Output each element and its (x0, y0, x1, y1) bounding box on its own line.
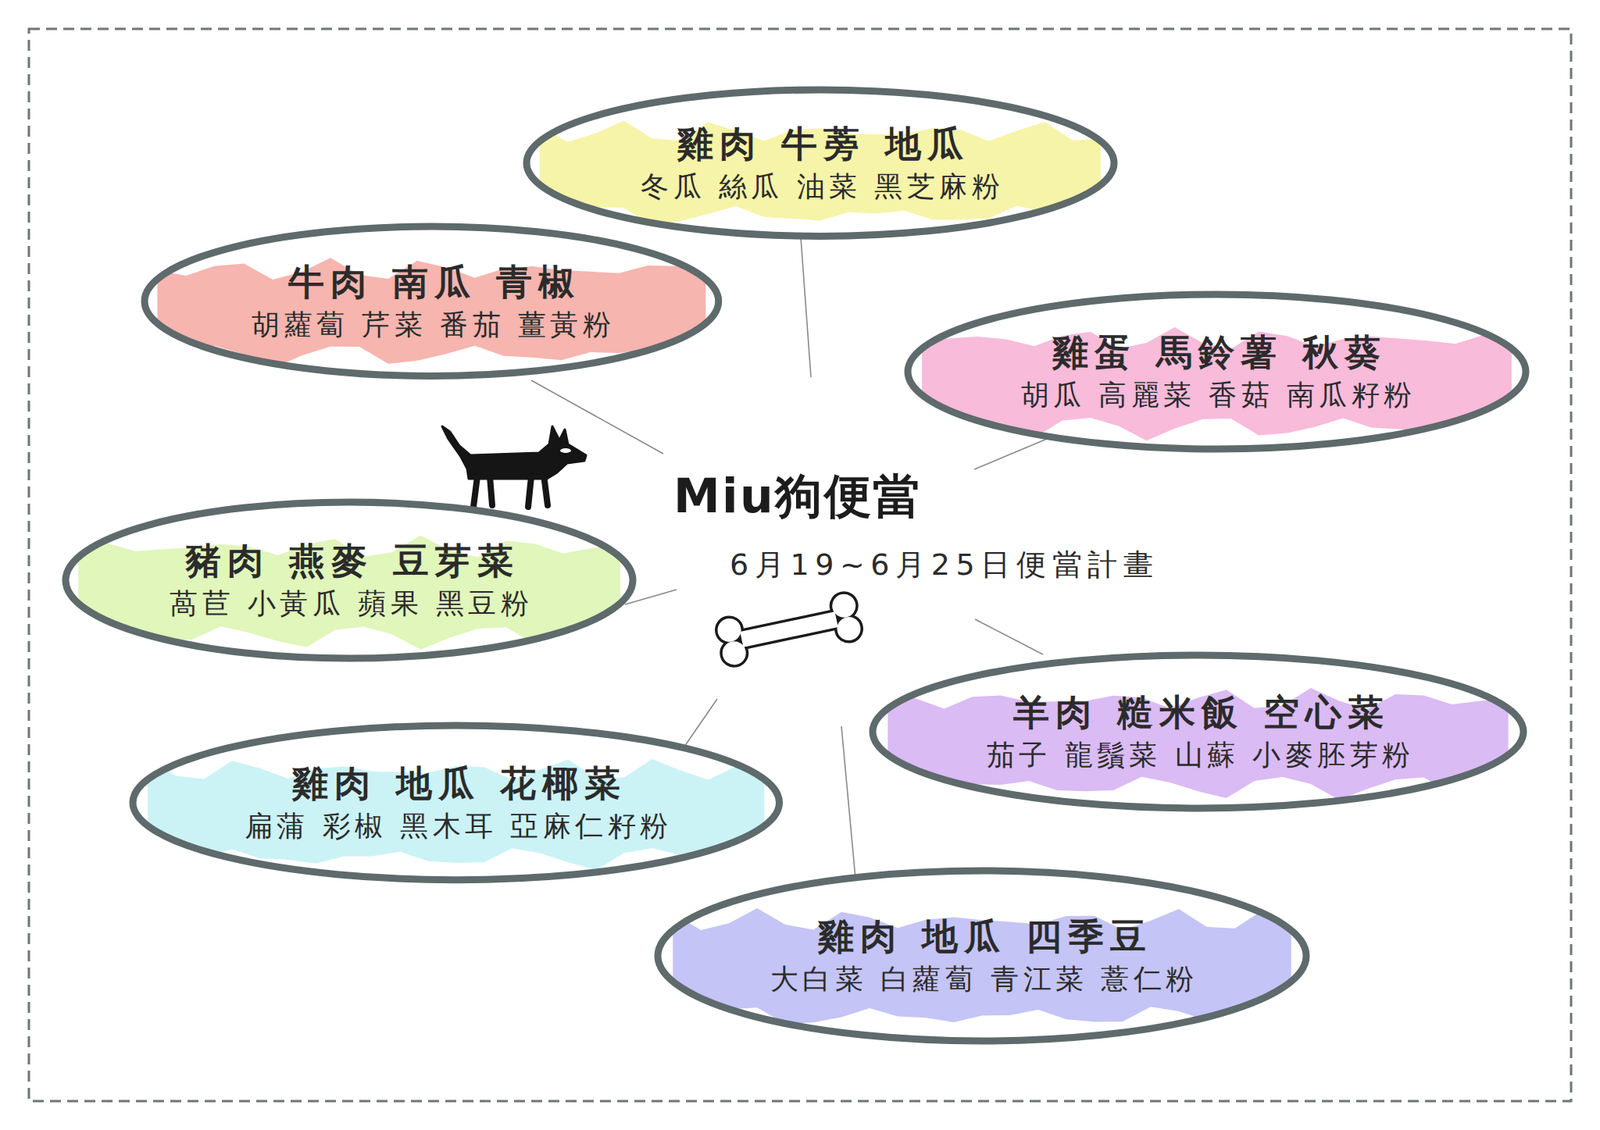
menu-bubble: 雞肉 地瓜 四季豆大白菜 白蘿蔔 青江菜 薏仁粉 (653, 866, 1311, 1047)
side-ingredients: 萵苣 小黃瓜 蘋果 黑豆粉 (165, 585, 533, 624)
labels-wrap: 6月19~6月25日便當計畫 (729, 545, 1159, 586)
bone-drawing (715, 592, 864, 668)
main-ingredients: 羊肉 糙米飯 空心菜 (1006, 689, 1390, 737)
side-ingredients: 胡瓜 高麗菜 香菇 南瓜籽粉 (1016, 376, 1416, 415)
main-ingredients: 牛肉 南瓜 青椒 (282, 259, 582, 307)
main-ingredients: 雞肉 牛蒡 地瓜 (671, 121, 971, 168)
title-wrap: Miu狗便當 (673, 465, 922, 529)
page-title: Miu狗便當 (673, 465, 922, 529)
side-ingredients: 大白菜 白蘿蔔 青江菜 薏仁粉 (766, 960, 1199, 1000)
menu-bubble: 雞蛋 馬鈴薯 秋葵胡瓜 高麗菜 香菇 南瓜籽粉 (903, 289, 1531, 454)
date-range: 6月19~6月25日便當計畫 (729, 545, 1159, 586)
menu-bubble: 雞肉 牛蒡 地瓜冬瓜 絲瓜 油菜 黑芝麻粉 (521, 85, 1119, 241)
main-ingredients: 雞肉 地瓜 四季豆 (811, 914, 1154, 961)
menu-bubble: 雞肉 地瓜 花椰菜扁蒲 彩椒 黑木耳 亞麻仁籽粉 (128, 721, 785, 886)
side-ingredients: 扁蒲 彩椒 黑木耳 亞麻仁籽粉 (240, 807, 673, 847)
dog-drawing (442, 426, 586, 508)
menu-bubble: 豬肉 燕麥 豆芽菜萵苣 小黃瓜 蘋果 黑豆粉 (60, 497, 638, 664)
main-ingredients: 雞蛋 馬鈴薯 秋葵 (1046, 329, 1388, 377)
side-ingredients: 胡蘿蔔 芹菜 番茄 薑黃粉 (247, 306, 615, 345)
main-ingredients: 雞肉 地瓜 花椰菜 (285, 760, 628, 808)
side-ingredients: 冬瓜 絲瓜 油菜 黑芝麻粉 (636, 167, 1004, 207)
dashed-frame (28, 28, 1572, 1102)
side-ingredients: 茄子 龍鬚菜 山蘇 小麥胚芽粉 (982, 736, 1415, 775)
menu-bubble: 羊肉 糙米飯 空心菜茄子 龍鬚菜 山蘇 小麥胚芽粉 (867, 650, 1529, 814)
menu-bubble: 牛肉 南瓜 青椒胡蘿蔔 芹菜 番茄 薑黃粉 (139, 221, 724, 381)
main-ingredients: 豬肉 燕麥 豆芽菜 (178, 538, 521, 586)
